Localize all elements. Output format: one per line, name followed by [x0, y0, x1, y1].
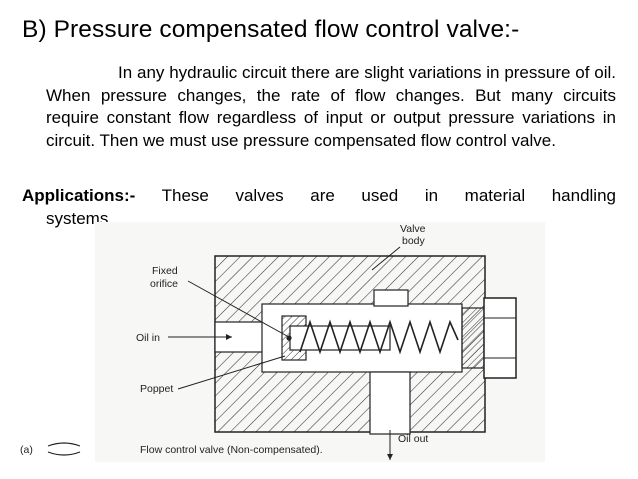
- valve-body: [214, 255, 486, 435]
- applications-text-1: These valves are used in material handli…: [161, 186, 616, 205]
- fixed-orifice-label-1: Fixed: [152, 265, 178, 277]
- fixed-orifice-leader: [187, 280, 288, 337]
- valve-body-label-1: Valve: [400, 223, 426, 235]
- poppet-leader: [177, 355, 286, 390]
- spring: [299, 319, 459, 355]
- description-text: In any hydraulic circuit there are sligh…: [46, 63, 616, 150]
- adjuster-cap: [461, 297, 517, 379]
- oil-out-label: Oil out: [398, 433, 428, 445]
- applications-line-1: Applications:- These valves are used in …: [22, 185, 616, 208]
- slide-title: B) Pressure compensated flow control val…: [22, 16, 520, 43]
- valve-body-leader: [371, 246, 401, 271]
- applications-label: Applications:-: [22, 186, 136, 205]
- figure-caption: Flow control valve (Non-compensated).: [140, 444, 323, 456]
- description-paragraph: In any hydraulic circuit there are sligh…: [46, 62, 616, 152]
- valve-body-label-2: body: [402, 235, 426, 247]
- applications-section: Applications:- These valves are used in …: [22, 185, 616, 230]
- flow-control-symbol: [47, 442, 81, 456]
- oil-in-label: Oil in: [136, 332, 160, 344]
- poppet-label: Poppet: [140, 383, 173, 395]
- figure-letter: (a): [20, 444, 33, 456]
- fixed-orifice-label-2: orifice: [150, 278, 178, 290]
